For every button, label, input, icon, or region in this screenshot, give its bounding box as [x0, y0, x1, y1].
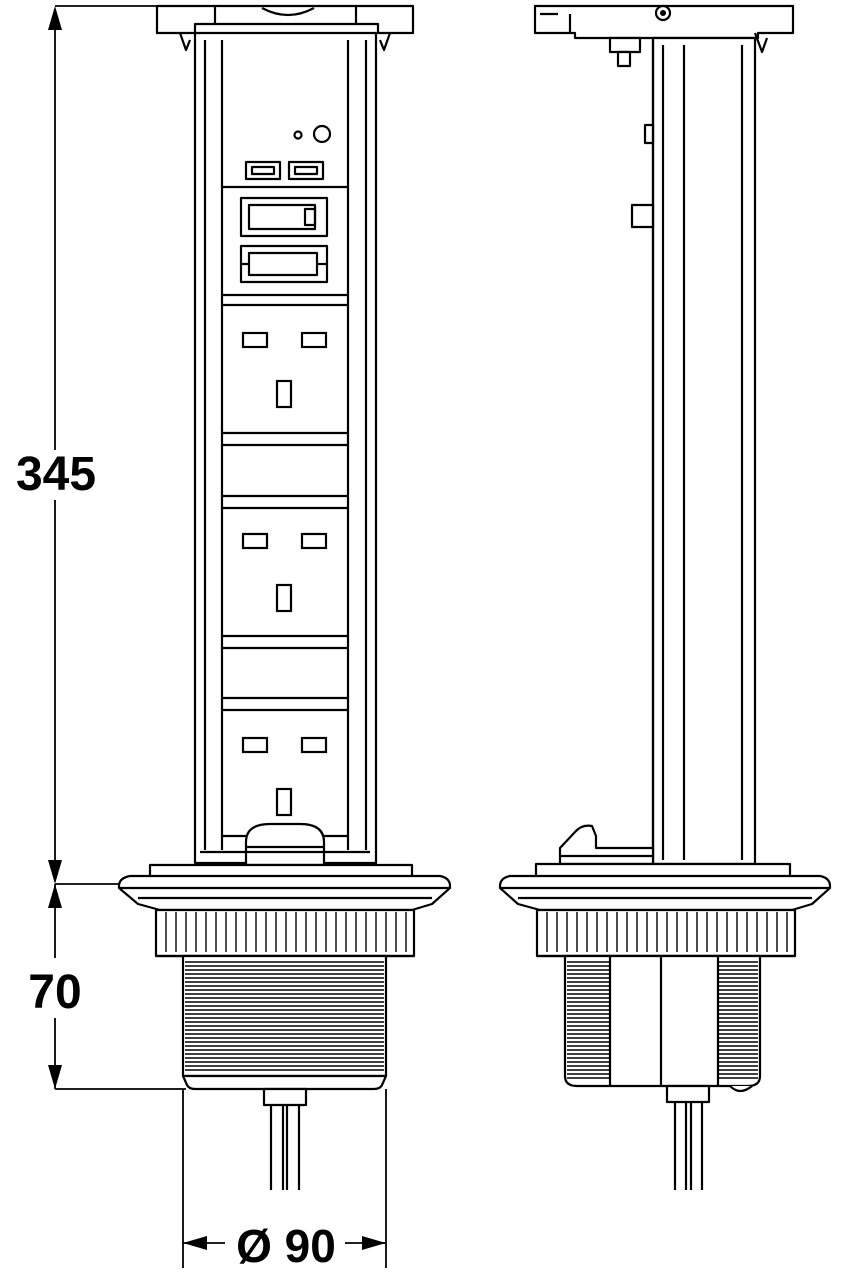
depth-dimension-label: 70	[28, 966, 81, 1019]
data-port-2	[239, 244, 329, 284]
uk-socket-2	[241, 532, 328, 613]
usb-port-1	[244, 160, 282, 181]
uk-socket-1	[241, 331, 328, 409]
front-view	[117, 4, 452, 1190]
data-port-1	[239, 196, 329, 238]
diameter-dimension-label: Ø 90	[236, 1220, 336, 1272]
depth-dimension: 70	[28, 883, 186, 1090]
height-dimension-label: 345	[16, 448, 96, 501]
diameter-dimension: Ø 90	[182, 1089, 387, 1272]
usb-port-2	[287, 160, 325, 181]
height-dimension: 345	[16, 5, 180, 884]
uk-socket-3	[241, 736, 328, 817]
side-view	[498, 4, 832, 1190]
